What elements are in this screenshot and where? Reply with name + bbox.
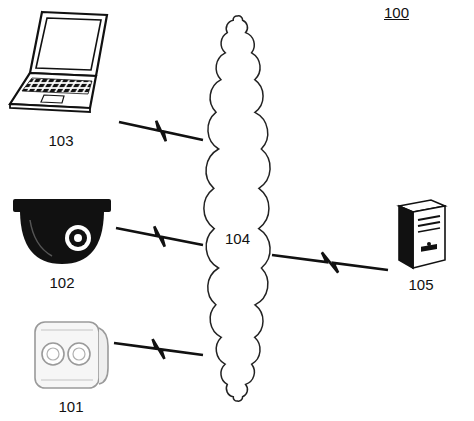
laptop-node: 103 — [5, 8, 117, 150]
wireless-link — [116, 226, 203, 246]
laptop-illustration — [6, 8, 116, 126]
figure-number: 100 — [384, 4, 409, 21]
network-cloud: 104 — [205, 6, 270, 411]
camera-device-node: 101 — [30, 316, 112, 416]
callout-number: 105 — [408, 276, 433, 294]
callout-number: 103 — [48, 132, 73, 150]
dome-camera-illustration — [12, 198, 112, 268]
wireless-link — [119, 121, 203, 141]
camera-node: 102 — [10, 198, 114, 292]
server-node: 105 — [390, 198, 452, 294]
cloud-outline — [205, 6, 270, 411]
callout-number: 102 — [49, 274, 74, 292]
callout-number: 104 — [223, 230, 252, 248]
wireless-link — [272, 252, 388, 272]
binocular-camera-illustration — [31, 316, 111, 392]
server-illustration — [391, 198, 451, 270]
callout-number: 101 — [58, 398, 83, 416]
cloud-path — [204, 16, 270, 401]
wireless-link — [114, 339, 203, 359]
